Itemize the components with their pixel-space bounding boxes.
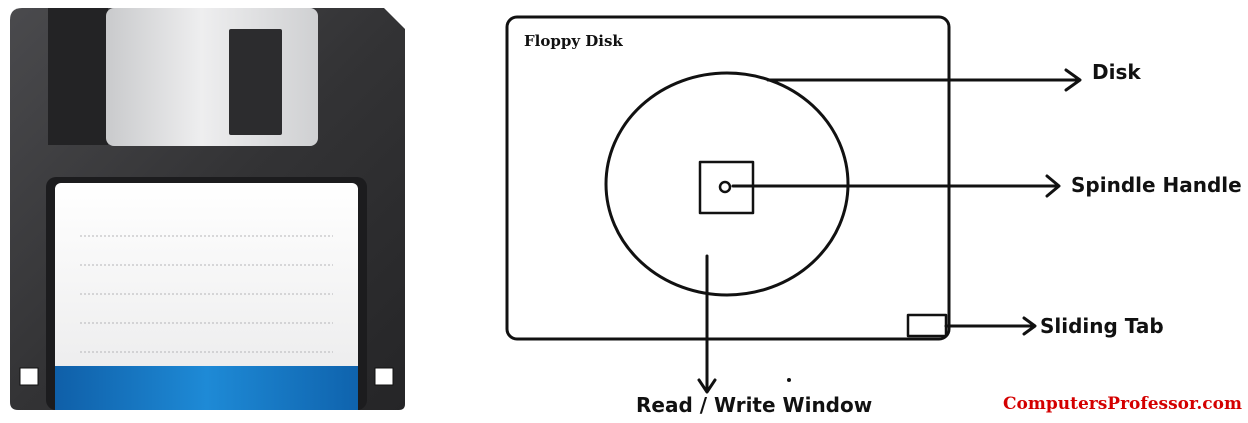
diagram-dot xyxy=(787,378,791,382)
watermark: ComputersProfessor.com xyxy=(1003,394,1242,414)
arrow-sliding-tab xyxy=(944,316,1037,336)
diagram-spindle-hole xyxy=(718,180,732,194)
label-spindle-handle: Spindle Handle xyxy=(1071,173,1242,197)
label-sliding-tab: Sliding Tab xyxy=(1040,314,1164,338)
write-protect-hole-left xyxy=(19,367,39,386)
label-blue-stripe xyxy=(55,366,358,410)
shutter-window xyxy=(229,29,282,135)
arrow-spindle-handle xyxy=(731,174,1061,198)
label-paper xyxy=(55,183,358,410)
diagram-disk-circle xyxy=(604,71,850,297)
shutter-recess xyxy=(48,8,108,145)
arrow-read-write-window xyxy=(697,254,717,394)
diagram-sliding-tab xyxy=(906,313,948,338)
write-protect-hole-right xyxy=(374,367,394,386)
label-read-write-window: Read / Write Window xyxy=(636,393,873,417)
label-disk: Disk xyxy=(1092,60,1141,84)
arrow-disk xyxy=(766,68,1082,92)
floppy-disk-icon xyxy=(10,8,405,410)
diagram-casing xyxy=(505,15,951,341)
diagram-title: Floppy Disk xyxy=(524,32,623,50)
